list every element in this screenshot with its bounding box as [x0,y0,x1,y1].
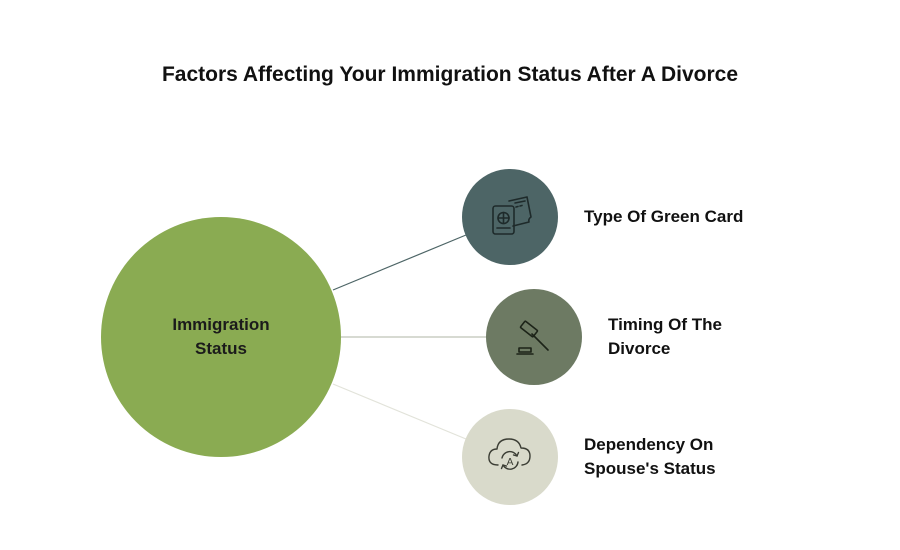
gavel-icon [506,307,562,368]
hub-label: Immigration Status [172,315,270,358]
factor-label-dependency: Dependency On Spouse's Status [584,435,716,478]
svg-text:A: A [507,457,514,468]
factor-circle-dependency: A [462,409,558,505]
diagram-title: Factors Affecting Your Immigration Statu… [161,63,739,86]
factor-circle-green-card [462,169,558,265]
factor-label-timing: Timing Of The Divorce [608,315,722,358]
hub-circle: Immigration Status [101,217,341,457]
factor-label-green-card: Type Of Green Card [584,207,744,226]
connector-line-1 [332,234,467,291]
factor-circle-timing [486,289,582,385]
cloud-sync-letter-icon: A [480,425,540,490]
passport-ticket-icon [482,187,538,248]
connector-line-3 [332,383,467,440]
